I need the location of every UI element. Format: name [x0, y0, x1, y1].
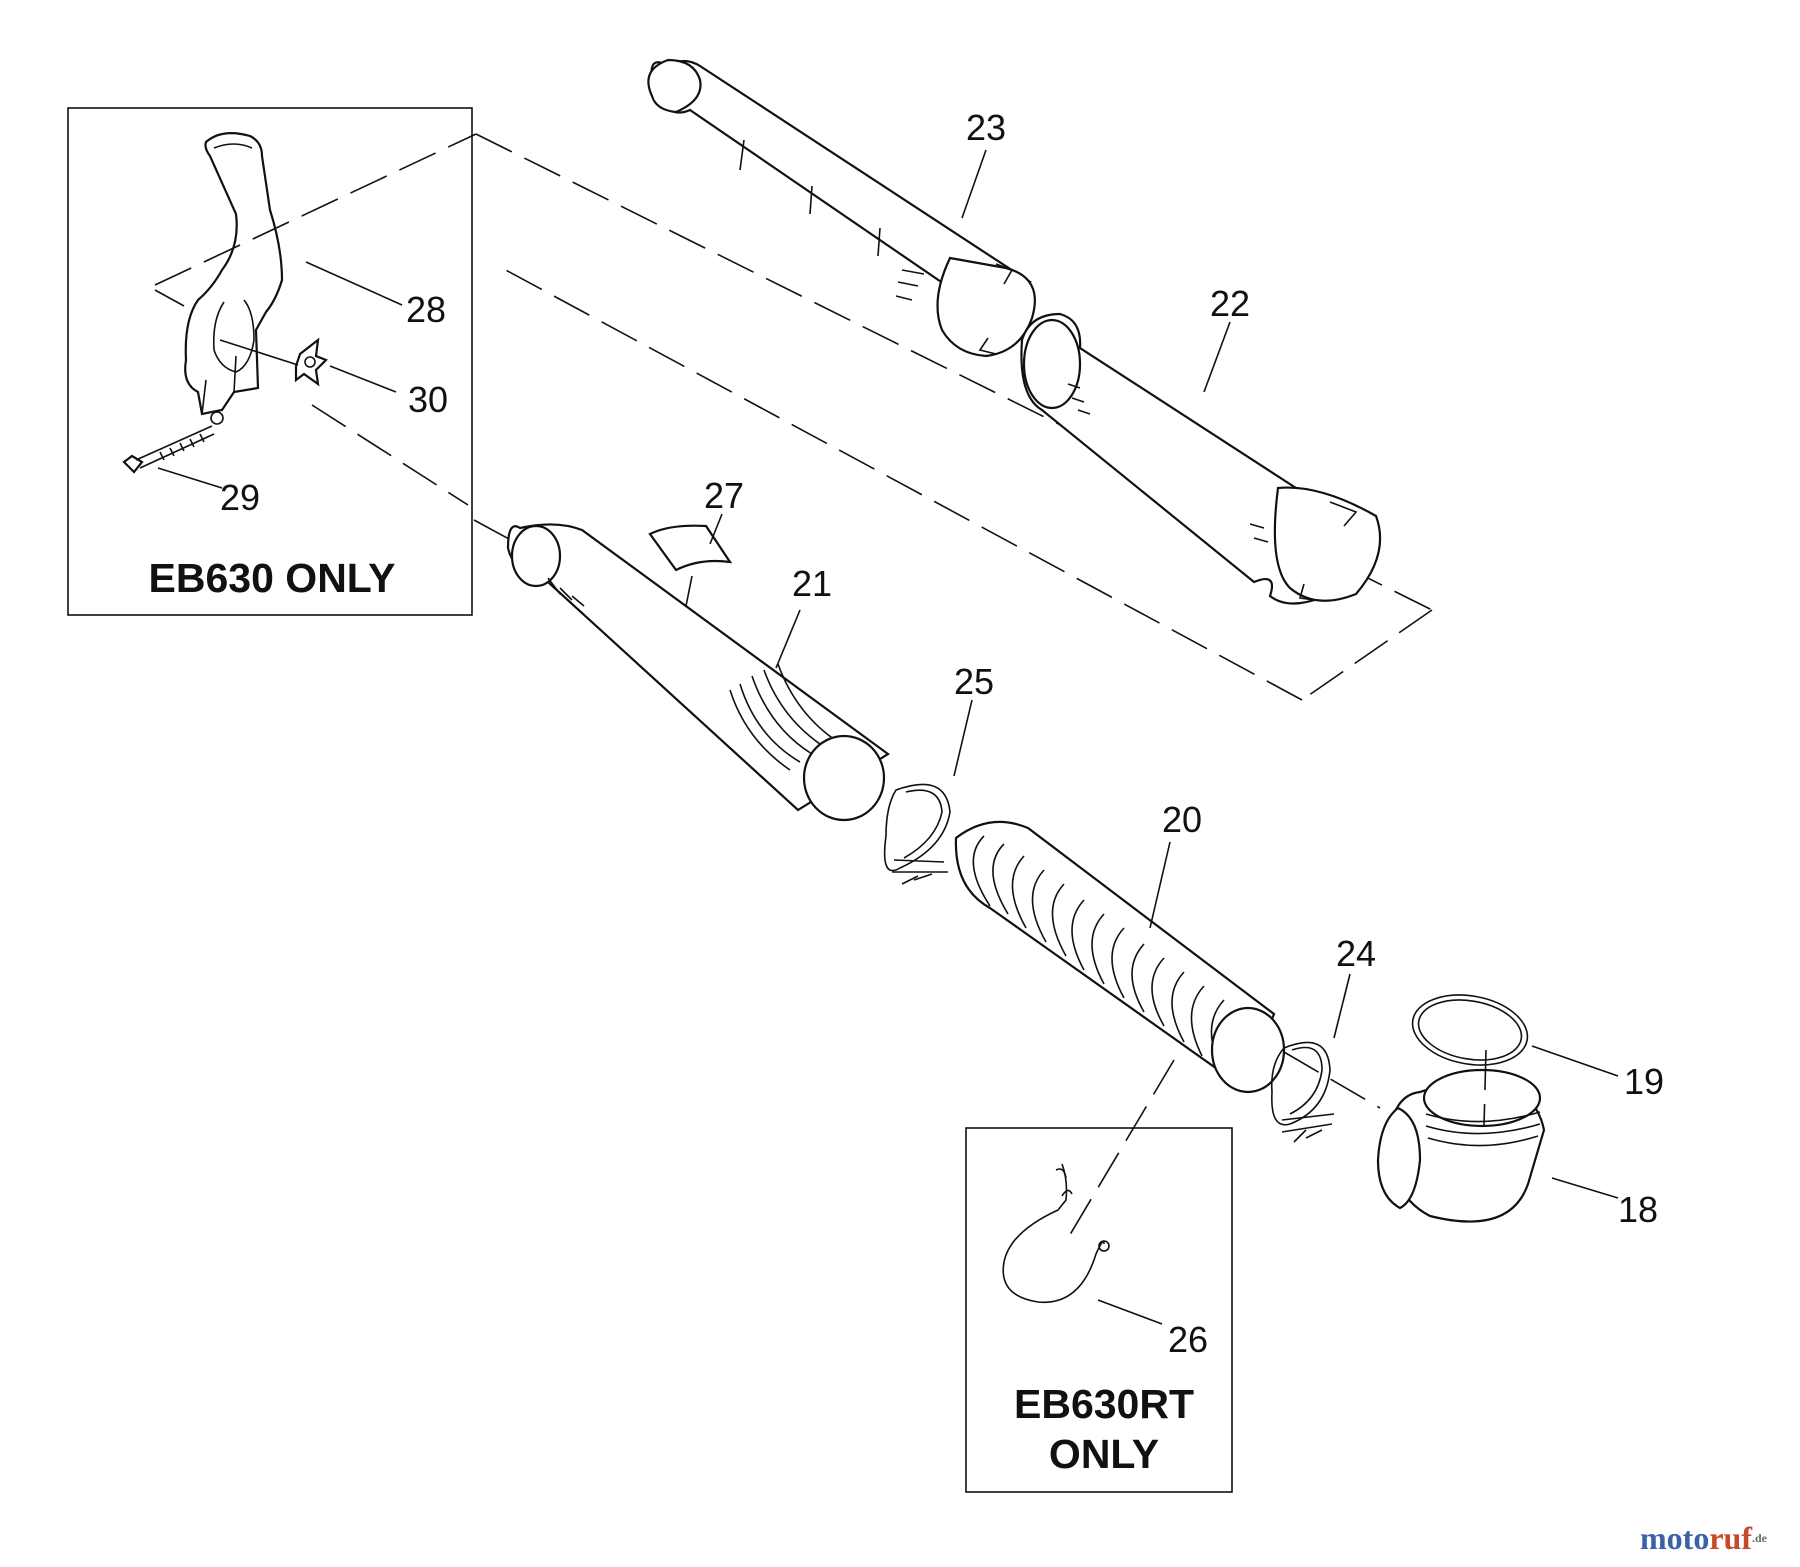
eb630rt-only-box: 26 EB630RT ONLY — [965, 1127, 1233, 1493]
watermark-part-3: .de — [1751, 1531, 1767, 1545]
part-27-label[interactable] — [648, 524, 733, 572]
part-25-clamp[interactable] — [883, 783, 951, 885]
callout-29: 29 — [220, 477, 260, 518]
part-19-gasket[interactable] — [1407, 986, 1533, 1073]
callout-26: 26 — [1168, 1319, 1208, 1360]
watermark-part-1: moto — [1640, 1520, 1710, 1556]
watermark-part-2: ruf — [1709, 1520, 1752, 1556]
projection-line — [1067, 1059, 1175, 1239]
callout-20: 20 — [1162, 799, 1202, 840]
callout-18: 18 — [1618, 1189, 1658, 1230]
part-22-lower-pipe[interactable] — [1020, 312, 1382, 605]
part-30-wing-nut[interactable] — [294, 337, 328, 387]
eb630-only-box: 28 30 29 EB630 ONLY — [67, 107, 477, 616]
callout-24: 24 — [1336, 933, 1376, 974]
part-28-handle[interactable] — [184, 131, 284, 425]
callout-25: 25 — [954, 661, 994, 702]
eb630-only-label: EB630 ONLY — [149, 555, 396, 601]
callout-23: 23 — [966, 107, 1006, 148]
callout-27: 27 — [704, 475, 744, 516]
projection-line — [1301, 609, 1433, 701]
part-24-clamp[interactable] — [1270, 1041, 1335, 1143]
part-23-upper-pipe[interactable] — [647, 58, 1036, 358]
callout-28: 28 — [406, 289, 446, 330]
callout-21: 21 — [792, 563, 832, 604]
eb630rt-only-label-line2: ONLY — [1049, 1431, 1159, 1477]
callout-19: 19 — [1624, 1061, 1664, 1102]
projection-line — [473, 519, 521, 546]
projection-line — [501, 267, 1303, 701]
callout-30: 30 — [408, 379, 448, 420]
part-26-wire[interactable] — [1002, 1163, 1110, 1304]
part-29-bolt[interactable] — [122, 425, 215, 474]
part-21-pipe[interactable] — [506, 523, 890, 822]
callout-22: 22 — [1210, 283, 1250, 324]
eb630rt-only-label-line1: EB630RT — [1014, 1381, 1194, 1427]
part-20-flex-hose[interactable] — [954, 820, 1286, 1094]
part-18-elbow[interactable] — [1376, 1049, 1546, 1223]
motoruf-watermark: motoruf.de — [1640, 1518, 1767, 1558]
